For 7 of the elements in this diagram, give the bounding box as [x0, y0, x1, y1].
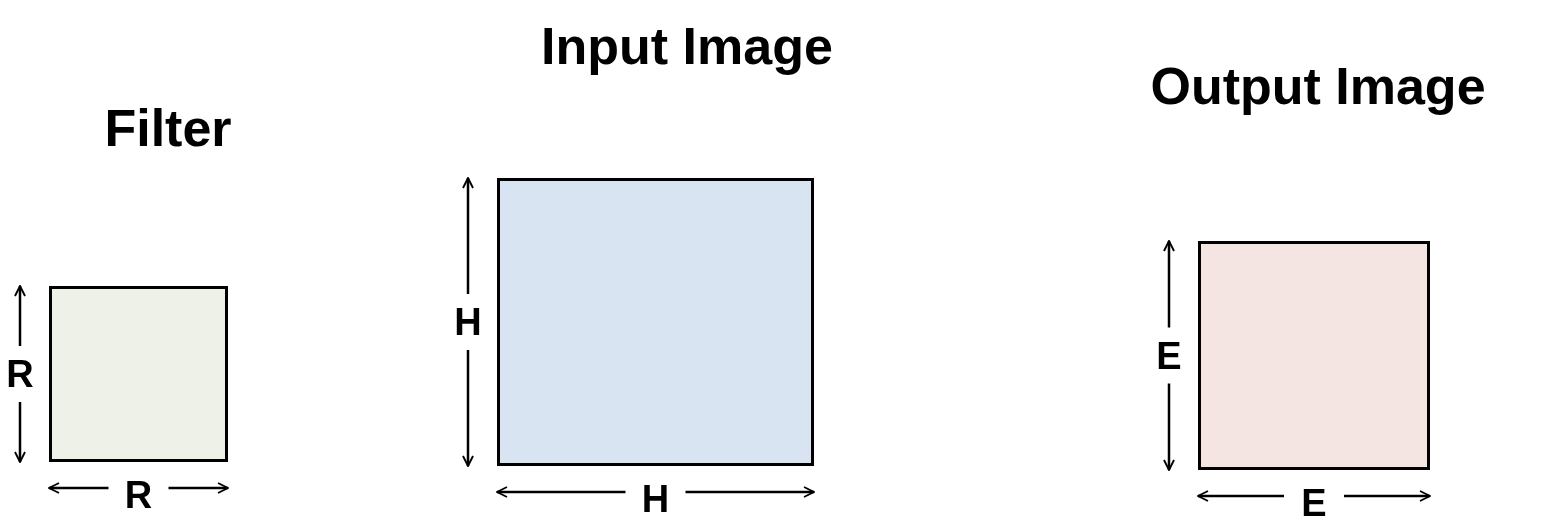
dimension-label: H [454, 303, 482, 341]
dimension-label: E [1301, 484, 1327, 521]
heading: Filter [104, 102, 232, 154]
dimension-label: R [124, 476, 153, 514]
dimension-label: E [1156, 336, 1182, 375]
dimension-label: H [641, 480, 670, 518]
dimension-label: R [6, 355, 34, 393]
